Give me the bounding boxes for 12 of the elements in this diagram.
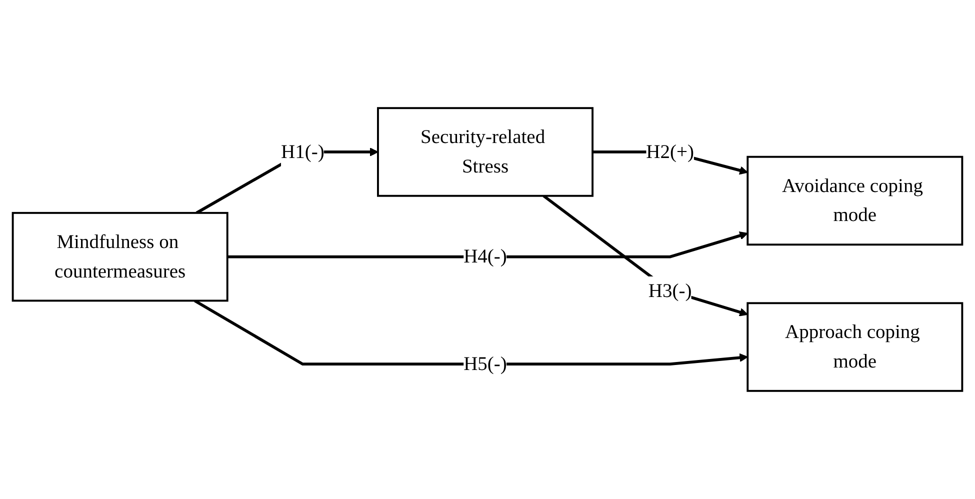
node-box: Avoidance coping mode — [746, 156, 964, 246]
node-box: Approach coping mode — [746, 302, 964, 392]
node-box: Mindfulness on countermeasures — [12, 212, 228, 302]
edge-label: H4(-) — [464, 246, 507, 268]
edge-label: H1(-) — [280, 141, 324, 163]
edge-label: H3(-) — [648, 280, 692, 302]
arrow — [542, 194, 748, 316]
node-box: Security-related Stress — [377, 107, 594, 197]
arrow — [227, 231, 748, 258]
edge-label: H5(-) — [464, 353, 507, 375]
arrow — [194, 299, 748, 366]
edge-label: H2(+) — [646, 141, 694, 163]
